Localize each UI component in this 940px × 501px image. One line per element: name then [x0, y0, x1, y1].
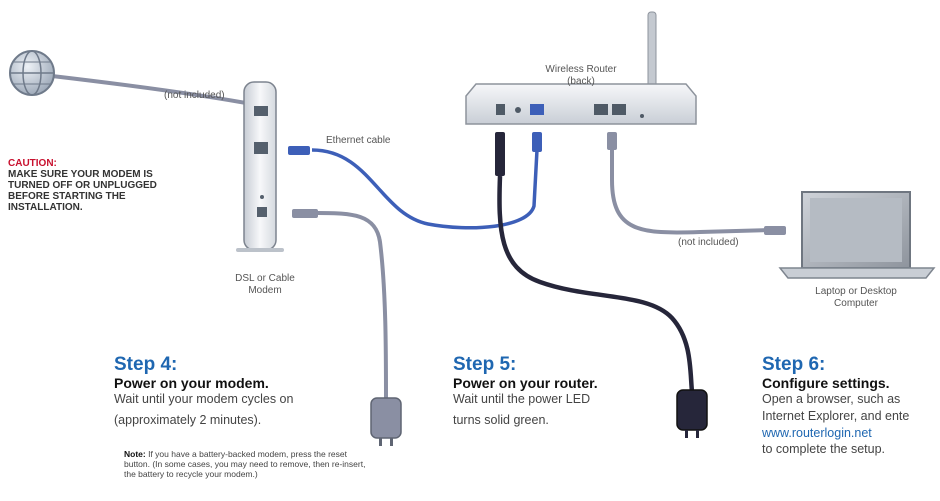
- step-5-text-line2: turns solid green.: [453, 413, 549, 427]
- note-text: If you have a battery-backed modem, pres…: [124, 449, 366, 479]
- step-6-number: Step 6:: [762, 354, 826, 375]
- ethernet-plug-modem: [288, 146, 310, 155]
- step-6-text-line2: Internet Explorer, and ente: [762, 409, 910, 423]
- step-5-number: Step 5:: [453, 354, 517, 375]
- step-4-heading: Power on your modem.: [114, 375, 269, 391]
- step-4-number: Step 4:: [114, 354, 178, 375]
- modem-icon: [236, 81, 284, 252]
- step-6-text-line1: Open a browser, such as: [762, 392, 901, 406]
- step-5: Step 5: Power on your router. Wait until…: [453, 354, 598, 429]
- not-included-label-top: (not included): [164, 90, 225, 101]
- step-4: Step 4: Power on your modem. Wait until …: [114, 354, 293, 429]
- router-label-line2: (back): [567, 76, 595, 87]
- step-4-text-line1: Wait until your modem cycles on: [114, 392, 294, 406]
- laptop-cable: [610, 150, 771, 235]
- modem-label-line2: Modem: [248, 285, 282, 296]
- step-5-heading: Power on your router.: [453, 375, 598, 391]
- ethernet-plug-router: [532, 132, 542, 152]
- laptop-icon: [778, 191, 936, 279]
- laptop-label-line2: Computer: [834, 298, 878, 309]
- internet-cable: [51, 74, 263, 108]
- routerlogin-link[interactable]: www.routerlogin.net: [762, 426, 872, 440]
- router-icon: [465, 11, 697, 125]
- modem-power-adapter-icon: [370, 397, 402, 446]
- step-6-text-line3: to complete the setup.: [762, 442, 885, 456]
- lan-plug-router: [607, 132, 617, 150]
- globe-icon: [9, 50, 55, 96]
- power-plug-router: [495, 132, 505, 176]
- note: Note: If you have a battery-backed modem…: [124, 449, 374, 479]
- caution-notice: CAUTION: MAKE SURE YOUR MODEM IS TURNED …: [8, 158, 158, 213]
- power-plug-modem: [292, 209, 318, 218]
- step-6: Step 6: Configure settings. Open a brows…: [762, 354, 940, 458]
- ethernet-cable: [311, 148, 539, 230]
- ethernet-cable-label: Ethernet cable: [326, 135, 391, 146]
- step-5-text-line1: Wait until the power LED: [453, 392, 591, 406]
- caution-body: MAKE SURE YOUR MODEM IS TURNED OFF OR UN…: [8, 169, 157, 213]
- step-4-text-line2: (approximately 2 minutes).: [114, 413, 262, 427]
- ethernet-plug-laptop: [764, 226, 786, 235]
- not-included-label-bottom: (not included): [678, 237, 739, 248]
- caution-title: CAUTION:: [8, 158, 57, 169]
- router-label: Wireless Router (back): [536, 64, 626, 88]
- note-label: Note:: [124, 449, 146, 459]
- laptop-label-line1: Laptop or Desktop: [815, 286, 897, 297]
- router-power-adapter-icon: [676, 389, 708, 438]
- modem-power-cable: [317, 211, 388, 401]
- modem-label-line1: DSL or Cable: [235, 273, 295, 284]
- laptop-label: Laptop or Desktop Computer: [800, 286, 912, 310]
- modem-label: DSL or Cable Modem: [220, 273, 310, 297]
- router-label-line1: Wireless Router: [545, 64, 617, 75]
- step-6-heading: Configure settings.: [762, 375, 890, 391]
- router-power-cable: [497, 175, 695, 393]
